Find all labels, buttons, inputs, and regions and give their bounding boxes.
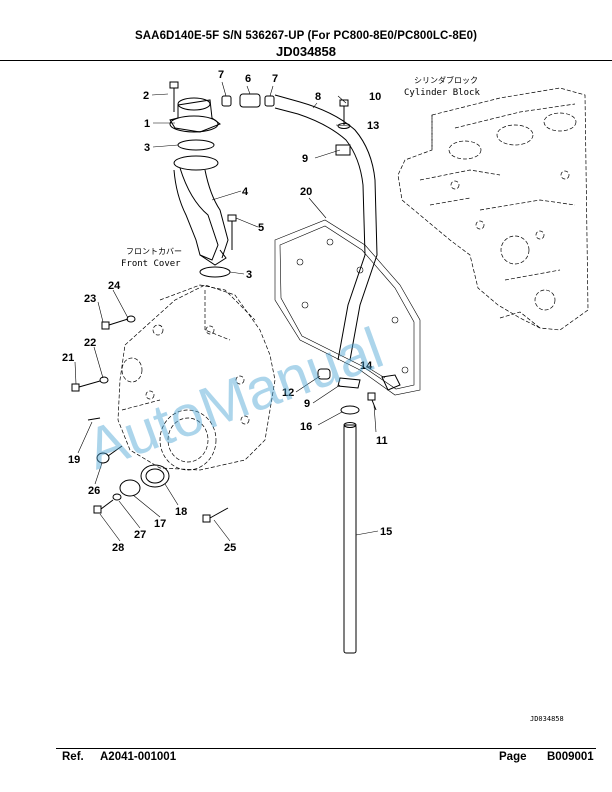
page-footer: Ref. A2041-001001 Page B009001 (62, 751, 594, 767)
callout-24: 24 (108, 280, 121, 292)
drawing-reference-code: JD034858 (530, 715, 564, 723)
callout-23: 23 (84, 293, 96, 305)
callout-12: 12 (282, 387, 294, 399)
page-value: B009001 (547, 751, 594, 763)
leader-lines (74, 81, 386, 542)
callout-3: 3 (144, 142, 150, 154)
front-cover-label-en: Front Cover (121, 259, 181, 269)
callout-20: 20 (300, 186, 312, 198)
callout-19: 19 (68, 454, 80, 466)
callout-15: 15 (380, 526, 392, 538)
callout-7b: 7 (272, 73, 278, 85)
cylinder-block-label-en: Cylinder Block (404, 88, 480, 98)
callout-13: 13 (367, 120, 379, 132)
callout-7a: 7 (218, 69, 224, 81)
callout-16: 16 (300, 421, 312, 433)
callout-17: 17 (154, 518, 166, 530)
cylinder-block-drawing (397, 87, 589, 331)
callout-6: 6 (245, 73, 251, 85)
callout-21: 21 (62, 352, 74, 364)
breather-tube-8 (274, 94, 378, 361)
callout-26: 26 (88, 485, 100, 497)
callout-2: 2 (143, 90, 149, 102)
callout-10: 10 (369, 91, 381, 103)
callout-22: 22 (84, 337, 96, 349)
callout-11: 11 (376, 435, 388, 447)
callout-5: 5 (258, 222, 264, 234)
callout-3b: 3 (246, 269, 252, 281)
callout-28: 28 (112, 542, 124, 554)
front-cover-label-jp: フロントカバー (126, 247, 182, 256)
ref-value: A2041-001001 (100, 751, 177, 763)
callout-numbers: 1 2 3 4 5 6 7 7 8 9 10 13 20 3 24 23 22 … (62, 69, 392, 554)
gasket-20-drawing (274, 219, 421, 396)
callout-18: 18 (175, 506, 187, 518)
front-cover-drawing (117, 284, 276, 471)
header-divider (0, 60, 612, 61)
callout-9b: 9 (304, 398, 310, 410)
callout-25: 25 (224, 542, 236, 554)
lower-fastener-parts (71, 315, 401, 523)
footer-divider (56, 748, 596, 749)
page-title: SAA6D140E-5F S/N 536267-UP (For PC800-8E… (134, 30, 478, 42)
callout-1: 1 (144, 118, 150, 130)
callout-14: 14 (360, 360, 373, 372)
callout-27: 27 (134, 529, 146, 541)
page-label: Page (499, 751, 527, 763)
diagram-code: JD034858 (276, 44, 336, 59)
callout-8: 8 (315, 91, 321, 103)
upper-breather-parts (169, 81, 351, 278)
ref-label: Ref. (62, 751, 84, 763)
callout-4: 4 (242, 186, 249, 198)
cylinder-block-label-jp: シリンダブロック (414, 75, 478, 85)
tube-15 (343, 422, 357, 654)
callout-9a: 9 (302, 153, 308, 165)
page-header: SAA6D140E-5F S/N 536267-UP (For PC800-8E… (0, 30, 612, 59)
